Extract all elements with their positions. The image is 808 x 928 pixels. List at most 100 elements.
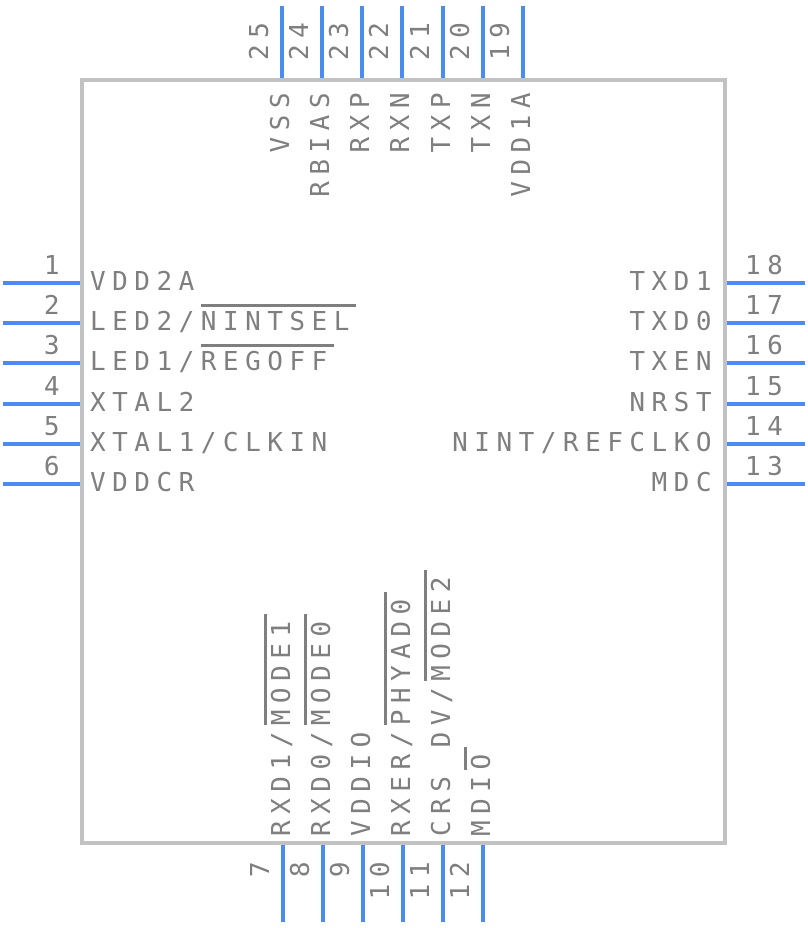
pin-name-9: VDDIO: [346, 725, 379, 836]
pin-name-1: VDD2A: [90, 266, 201, 299]
pin-number-8: 8: [286, 855, 316, 878]
pin-line-5: [3, 442, 80, 446]
pin-number-18: 18: [745, 251, 790, 281]
pin-line-25: [280, 6, 284, 78]
pin-name-segment: NINTSEL: [200, 304, 356, 337]
pin-name-segment: MODE2: [424, 570, 457, 681]
pin-number-25: 25: [245, 15, 275, 60]
pin-name-segment: VDDCR: [90, 468, 201, 498]
pin-name-8: RXD0/MODE0: [304, 614, 339, 836]
pin-line-13: [727, 482, 805, 486]
pin-name-segment: XTAL1/CLKIN: [90, 428, 334, 458]
pin-name-segment: XTAL2: [90, 388, 201, 418]
pin-name-segment: TXEN: [629, 347, 718, 377]
pin-name-13: MDC: [652, 467, 718, 500]
pin-name-segment: TXD1: [629, 267, 718, 297]
pin-name-segment: RXP: [346, 86, 376, 153]
pin-line-1: [3, 281, 80, 285]
pin-line-14: [727, 442, 805, 446]
pin-name-segment: VDD1A: [507, 86, 537, 197]
pin-name-21: TXP: [426, 86, 459, 152]
pin-name-segment: TXD0: [629, 307, 718, 337]
pin-name-16: TXEN: [629, 346, 718, 379]
pin-line-16: [727, 361, 805, 365]
pin-name-25: VSS: [265, 86, 298, 152]
pin-name-segment: VSS: [266, 86, 296, 153]
pin-name-segment: NINT/REFCLKO: [452, 428, 718, 458]
pin-name-segment: MODE0: [304, 614, 337, 726]
pin-number-11: 11: [406, 855, 436, 900]
component-body-outline: [80, 78, 727, 845]
pin-name-segment: MDC: [651, 468, 718, 498]
pin-name-segment: LED1/: [90, 347, 201, 377]
pin-name-19: VDD1A: [506, 86, 539, 197]
pin-number-10: 10: [366, 855, 396, 900]
pin-name-segment: NRST: [629, 388, 718, 418]
pin-name-24: RBIAS: [305, 86, 338, 197]
pin-line-7: [281, 845, 285, 922]
pin-name-segment: PHYAD0: [384, 592, 417, 726]
pin-name-segment: RXD1/: [267, 725, 297, 836]
pin-name-14: NINT/REFCLKO: [452, 427, 718, 460]
pin-name-segment: RXER/: [387, 725, 417, 836]
pin-number-9: 9: [326, 855, 356, 878]
pin-name-12: MDIO: [464, 747, 499, 836]
pin-line-10: [401, 845, 405, 922]
pin-name-15: NRST: [629, 387, 718, 420]
pin-name-17: TXD0: [629, 306, 718, 339]
pin-number-24: 24: [285, 15, 315, 60]
pin-number-7: 7: [246, 855, 276, 878]
pin-name-22: RXN: [385, 86, 418, 152]
pin-name-segment: RXD0/: [307, 725, 337, 836]
pin-number-13: 13: [745, 452, 790, 482]
pin-number-6: 6: [43, 452, 66, 482]
pin-name-segment: RXN: [386, 86, 416, 153]
pin-name-23: RXP: [345, 86, 378, 152]
pin-line-6: [3, 482, 80, 486]
pin-name-segment: O: [464, 747, 497, 770]
pin-name-20: TXN: [466, 86, 499, 152]
pin-line-11: [441, 845, 445, 922]
pin-line-15: [727, 402, 805, 406]
pin-number-16: 16: [745, 331, 790, 361]
pin-name-segment: VDD2A: [90, 267, 201, 297]
pin-name-segment: MODE1: [264, 614, 297, 726]
pin-name-4: XTAL2: [90, 387, 201, 420]
pin-name-segment: REGOFF: [200, 344, 334, 377]
pin-line-20: [481, 6, 485, 78]
pin-name-6: VDDCR: [90, 467, 201, 500]
pin-name-2: LED2/NINTSEL: [90, 304, 356, 339]
pin-number-23: 23: [325, 15, 355, 60]
pin-number-5: 5: [43, 412, 66, 442]
pin-name-7: RXD1/MODE1: [264, 614, 299, 836]
pin-number-21: 21: [406, 15, 436, 60]
pin-number-4: 4: [43, 372, 66, 402]
pin-number-19: 19: [486, 15, 516, 60]
pin-line-22: [400, 6, 404, 78]
pin-name-segment: TXN: [467, 86, 497, 153]
pin-line-23: [360, 6, 364, 78]
pin-number-20: 20: [446, 15, 476, 60]
pin-line-8: [321, 845, 325, 922]
pin-line-4: [3, 402, 80, 406]
pin-line-12: [481, 845, 485, 922]
pin-number-1: 1: [43, 251, 66, 281]
pin-number-14: 14: [745, 412, 790, 442]
pin-name-10: RXER/PHYAD0: [384, 592, 419, 836]
pin-name-segment: CRS DV/: [427, 680, 457, 836]
pin-line-17: [727, 321, 805, 325]
pin-number-22: 22: [365, 15, 395, 60]
pin-line-18: [727, 281, 805, 285]
pin-line-24: [320, 6, 324, 78]
pin-line-21: [441, 6, 445, 78]
pin-number-3: 3: [43, 331, 66, 361]
pin-name-segment: VDDIO: [347, 725, 377, 836]
pin-name-5: XTAL1/CLKIN: [90, 427, 334, 460]
pin-line-19: [521, 6, 525, 78]
pin-name-11: CRS DV/MODE2: [424, 570, 459, 836]
pin-name-segment: TXP: [427, 86, 457, 153]
pin-line-9: [361, 845, 365, 922]
pin-name-segment: LED2/: [90, 307, 201, 337]
pin-line-2: [3, 321, 80, 325]
